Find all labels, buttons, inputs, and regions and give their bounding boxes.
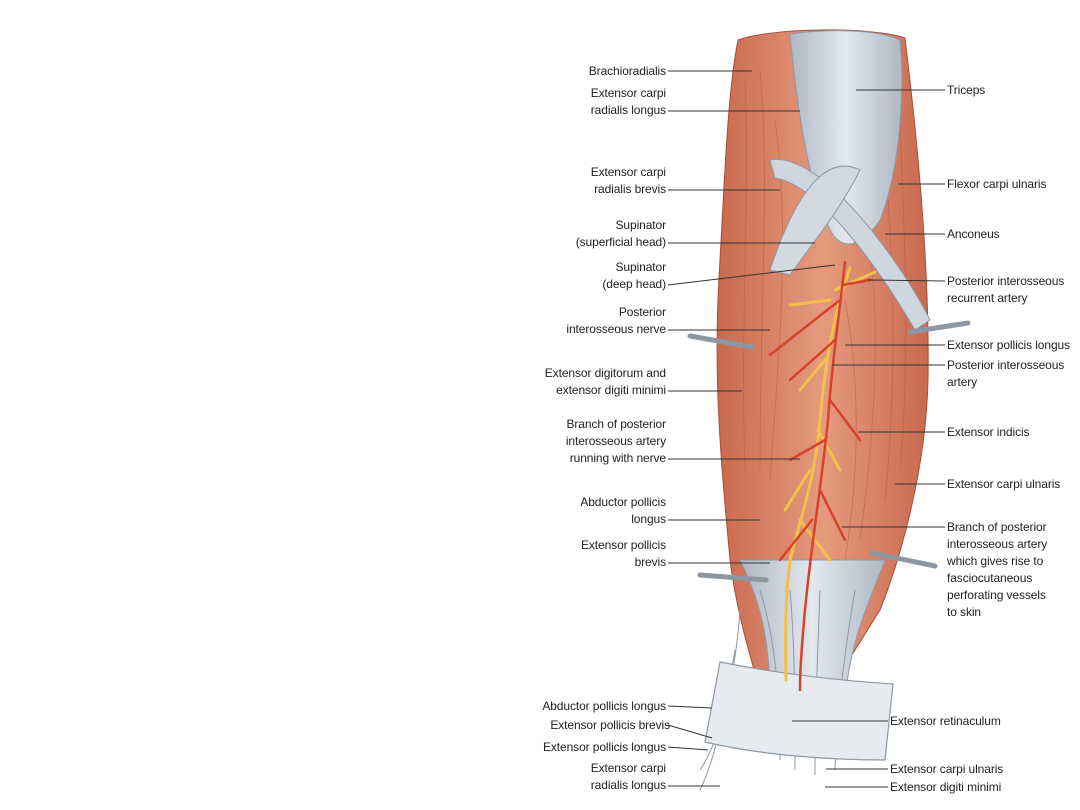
label-triceps: Triceps bbox=[947, 83, 986, 97]
leader-line bbox=[667, 264, 836, 286]
label-pin: Posterior interosseous nerve bbox=[566, 305, 666, 336]
label-edm-low: Extensor digiti minimi bbox=[890, 780, 1002, 794]
label-fcu: Flexor carpi ulnaris bbox=[947, 177, 1047, 191]
posterior-interosseous-nerve bbox=[783, 266, 877, 682]
label-epl: Extensor pollicis longus bbox=[947, 338, 1070, 352]
label-supinator-deep: Supinator (deep head) bbox=[602, 260, 666, 291]
label-anconeus: Anconeus bbox=[947, 227, 1000, 241]
label-epb: Extensor pollicis brevis bbox=[580, 538, 666, 569]
label-apl-low: Abductor pollicis longus bbox=[542, 699, 666, 713]
leader-line bbox=[667, 746, 709, 751]
label-epb-low: Extensor pollicis brevis bbox=[550, 718, 670, 732]
leader-lines bbox=[667, 70, 946, 788]
label-apl: Abductor pollicis longus bbox=[580, 495, 666, 526]
label-ecrl: Extensor carpi radialis longus bbox=[590, 86, 666, 117]
label-retinaculum: Extensor retinaculum bbox=[890, 714, 1001, 728]
leader-line bbox=[667, 724, 713, 739]
label-ecrb: Extensor carpi radialis brevis bbox=[590, 165, 666, 196]
label-pira: Posterior interosseous recurrent artery bbox=[947, 274, 1065, 305]
label-supinator-superficial: Supinator (superficial head) bbox=[575, 218, 666, 249]
label-ecrl-low: Extensor carpi radialis longus bbox=[590, 761, 666, 792]
label-pia: Posterior interosseous artery bbox=[947, 358, 1065, 389]
supinator-tendon bbox=[769, 165, 861, 276]
label-branch-nerve: Branch of posterior interosseous artery … bbox=[565, 417, 666, 465]
extensor-retinaculum bbox=[704, 661, 894, 761]
label-ecu-low: Extensor carpi ulnaris bbox=[890, 762, 1004, 776]
label-edm: Extensor digitorum and extensor digiti m… bbox=[544, 366, 666, 397]
retractors bbox=[687, 320, 971, 583]
label-epl-low: Extensor pollicis longus bbox=[543, 740, 666, 754]
label-brachioradialis: Brachioradialis bbox=[588, 64, 666, 78]
label-branch-fasciocutaneous: Branch of posterior interosseous artery … bbox=[947, 520, 1048, 619]
posterior-interosseous-artery bbox=[768, 260, 872, 692]
label-ei: Extensor indicis bbox=[947, 425, 1030, 439]
label-ecu: Extensor carpi ulnaris bbox=[947, 477, 1061, 491]
leader-line bbox=[867, 279, 946, 282]
leader-line bbox=[667, 705, 713, 709]
